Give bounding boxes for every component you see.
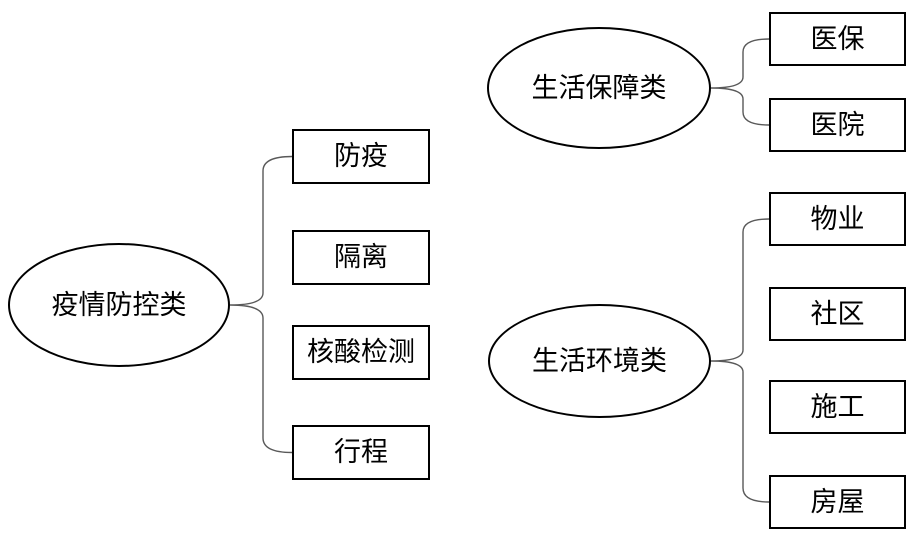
node-housing: 房屋 <box>769 475 906 529</box>
node-label: 生活环境类 <box>532 345 667 376</box>
node-living-environment-category: 生活环境类 <box>488 304 711 418</box>
node-hospital: 医院 <box>769 98 906 152</box>
node-life-support-category: 生活保障类 <box>487 27 711 149</box>
node-label: 物业 <box>810 203 865 234</box>
node-label: 房屋 <box>810 486 865 517</box>
node-construction: 施工 <box>769 380 906 434</box>
node-community: 社区 <box>769 287 906 341</box>
brace-living-environment-group <box>710 218 770 503</box>
node-label: 施工 <box>810 391 865 422</box>
node-quarantine: 隔离 <box>292 230 430 285</box>
node-epidemic-control-category: 疫情防控类 <box>8 243 230 367</box>
node-label: 医保 <box>810 23 865 54</box>
brace-life-support-group <box>710 38 770 126</box>
node-label: 隔离 <box>334 242 388 272</box>
node-label: 防疫 <box>334 141 388 171</box>
node-nucleic-acid-testing: 核酸检测 <box>292 325 430 380</box>
node-epidemic-prevention: 防疫 <box>292 129 430 184</box>
node-travel-itinerary: 行程 <box>292 425 430 480</box>
node-medical-insurance: 医保 <box>769 12 906 66</box>
node-label: 医院 <box>810 109 865 140</box>
node-label: 行程 <box>334 437 388 467</box>
node-label: 社区 <box>810 298 865 329</box>
node-label: 生活保障类 <box>531 72 667 103</box>
node-label: 疫情防控类 <box>51 289 187 320</box>
node-label: 核酸检测 <box>307 337 415 367</box>
brace-epidemic-control-group <box>229 155 293 454</box>
node-property-management: 物业 <box>769 192 906 246</box>
